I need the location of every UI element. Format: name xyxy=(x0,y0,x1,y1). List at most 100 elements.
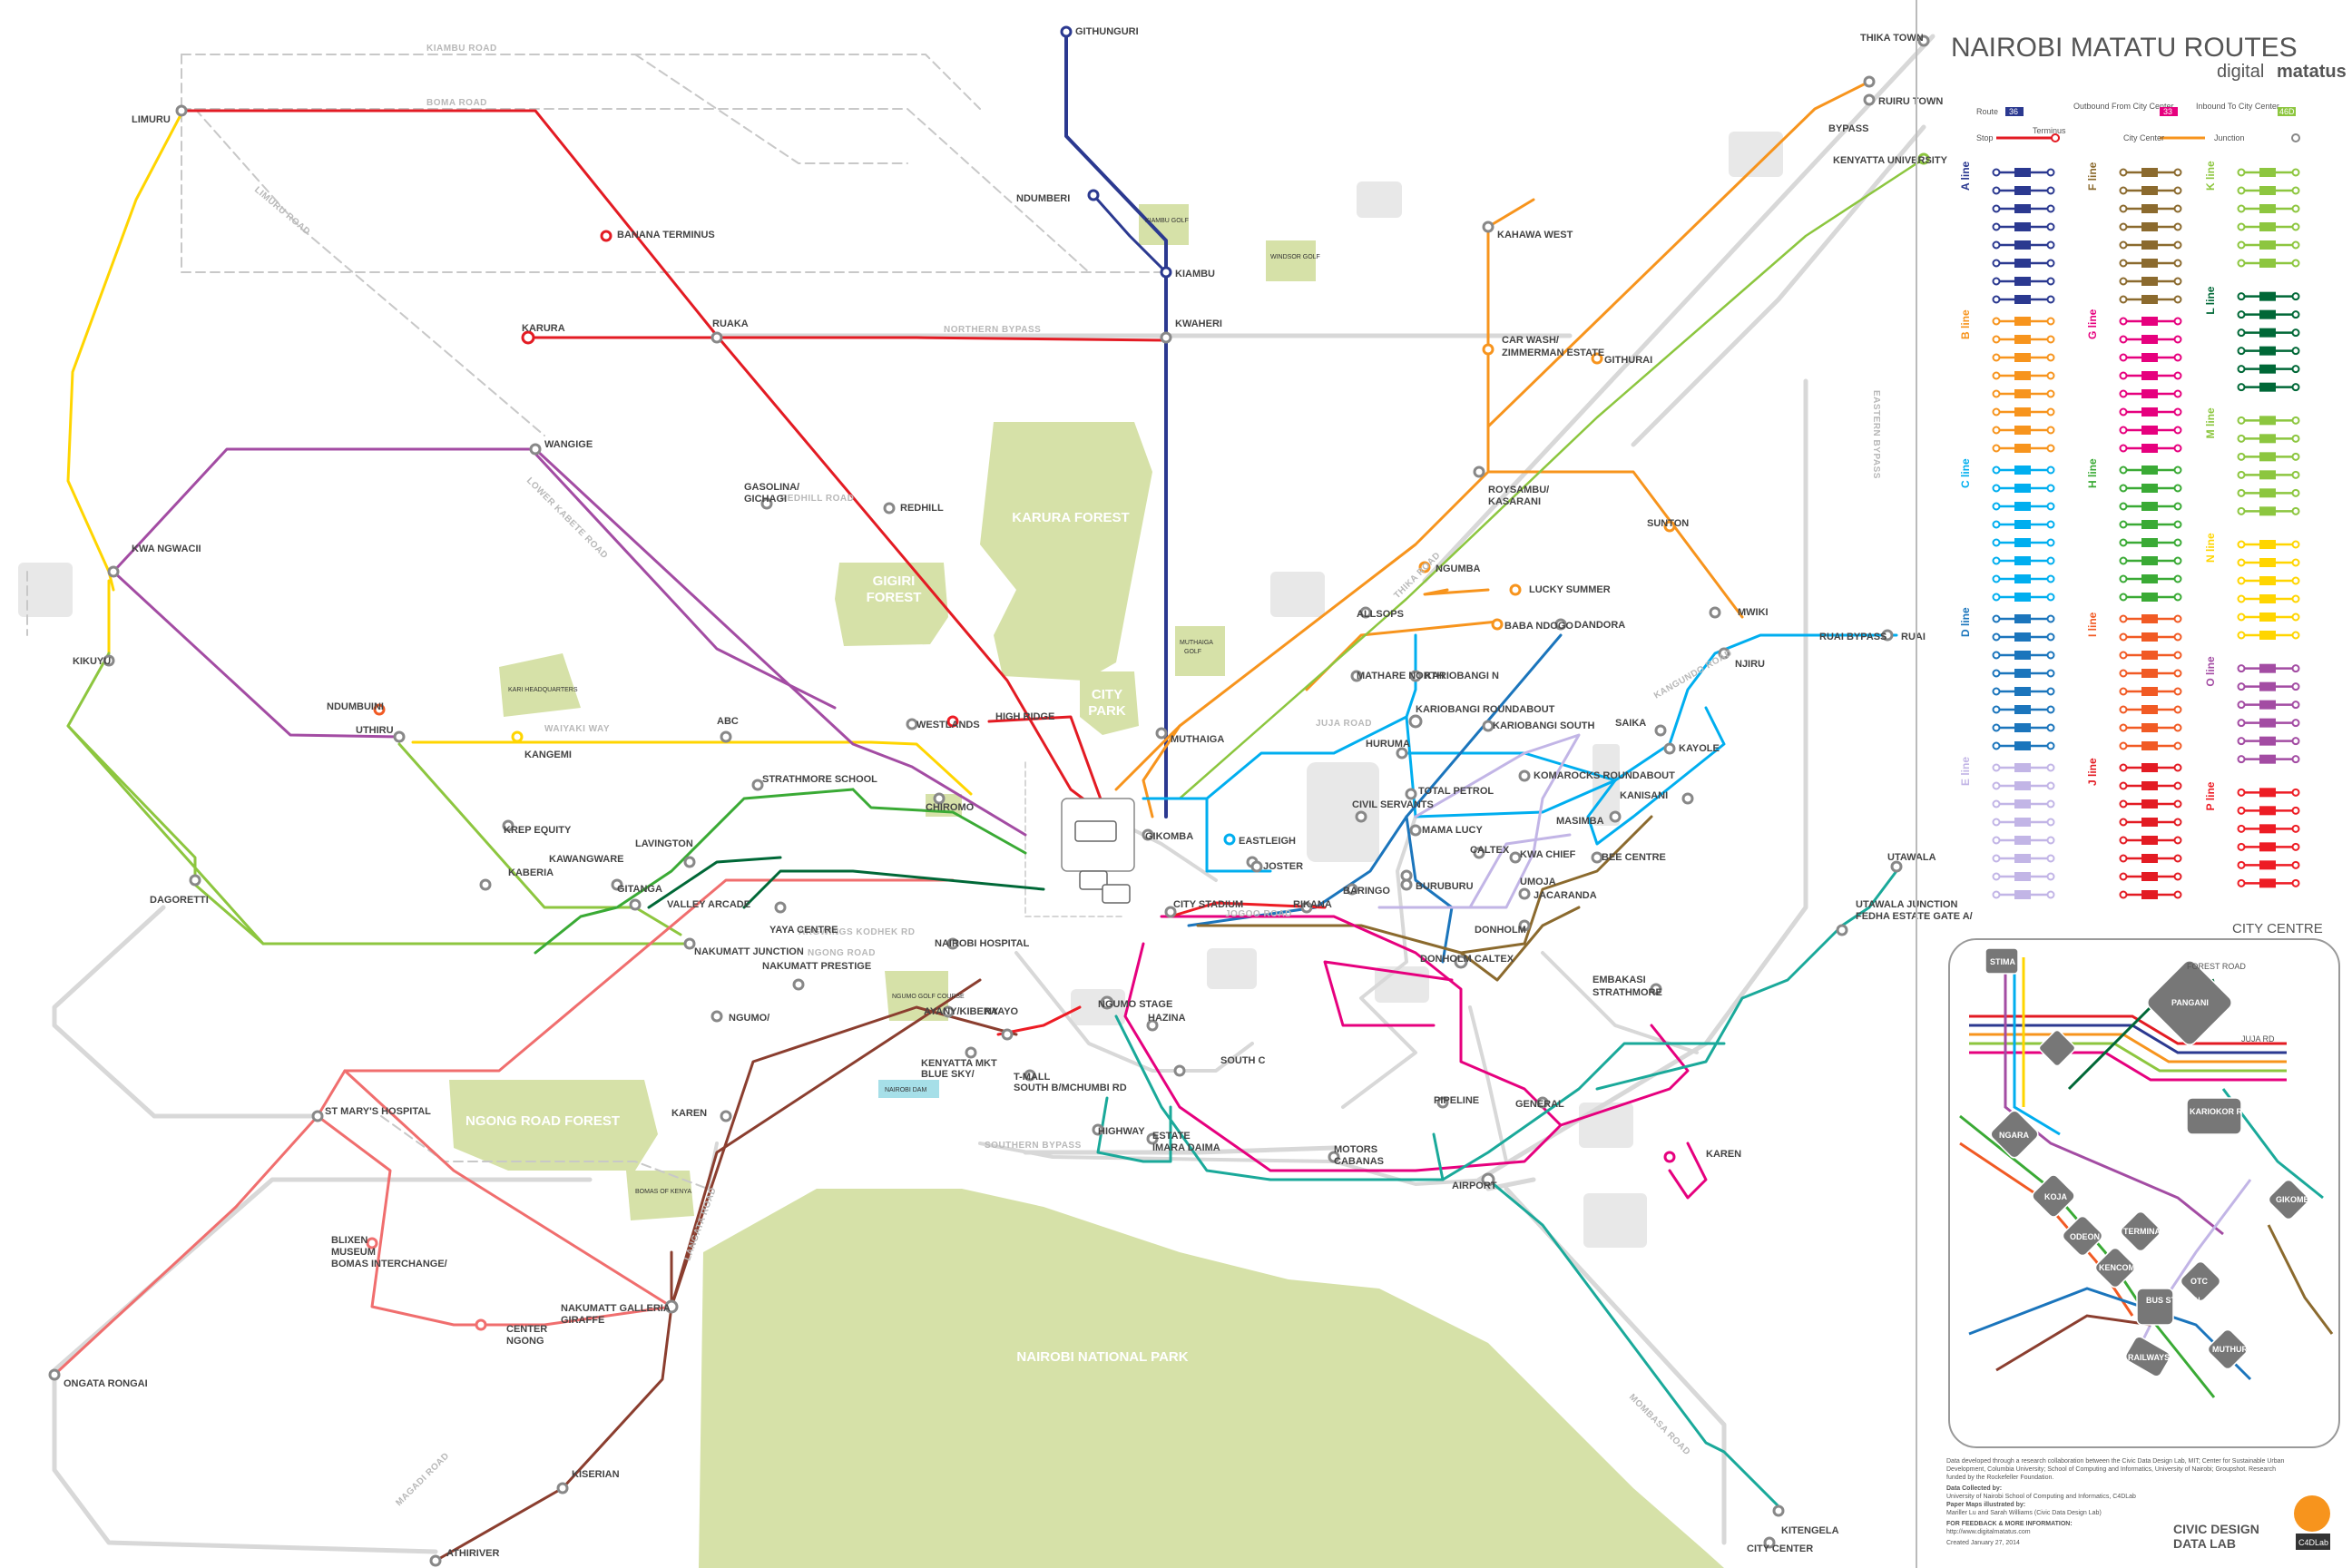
station-label: BOMAS INTERCHANGE/ xyxy=(331,1259,447,1269)
legend-route-terminus xyxy=(2291,222,2300,231)
legend-route-badge xyxy=(2014,651,2031,660)
city-center-hub xyxy=(1061,798,1135,904)
kiambu-golf-label: KIAMBU GOLF xyxy=(1145,218,1189,224)
legend-route-badge xyxy=(2014,890,2031,899)
legend-route-badge xyxy=(2141,353,2158,362)
legend-route-terminus xyxy=(2291,328,2300,338)
station-label: NDUMBERI xyxy=(1016,193,1070,204)
legend-route-badge xyxy=(2141,426,2158,435)
credits: Data developed through a research collab… xyxy=(1946,1458,2330,1551)
kangundo-road-label: KANGUNDO ROAD xyxy=(1652,648,1734,701)
station-label: RUAKA xyxy=(712,318,749,329)
eastern-bypass-label: EASTERN BYPASS xyxy=(1871,390,1881,479)
legend-route-terminus xyxy=(2046,168,2055,177)
station-label: WANGIGE xyxy=(544,439,593,450)
legend-route-badge xyxy=(2141,669,2158,678)
national-park-label: NAIROBI NATIONAL PARK xyxy=(1016,1349,1188,1365)
mombasa-road-label: MOMBASA ROAD xyxy=(1627,1392,1692,1457)
legend-route-terminus xyxy=(2173,186,2182,195)
legend-route-stop xyxy=(1992,854,2001,863)
legend-route-terminus xyxy=(2046,890,2055,899)
station-label: FEDHA ESTATE GATE A/ xyxy=(1856,911,1973,922)
legend-route-badge xyxy=(2259,700,2276,710)
legend-route-terminus xyxy=(2046,574,2055,583)
boma-road-label: BOMA ROAD xyxy=(426,98,487,108)
station-label: DANDORA xyxy=(1574,620,1625,631)
legend-route-terminus xyxy=(2173,574,2182,583)
legend-route-stop xyxy=(2237,470,2246,479)
ngumo-golf-label: NGUMO GOLF COURSE xyxy=(892,994,965,1000)
inset-label: ODEON xyxy=(2070,1232,2100,1241)
route-line-lavender xyxy=(1414,733,1581,909)
legend-route-badge xyxy=(2259,824,2276,834)
legend-route-badge xyxy=(2141,186,2158,195)
station-label: HIGHWAY xyxy=(1098,1126,1145,1137)
legend-route-badge xyxy=(2014,484,2031,493)
station-label: PIPELINE xyxy=(1434,1095,1479,1106)
legend-route-terminus xyxy=(2173,240,2182,250)
ngumo-golf xyxy=(885,971,948,1021)
station-label: CABANAS xyxy=(1334,1156,1384,1167)
argwings-road-label: ARGWINGS KODHEK RD xyxy=(799,927,915,937)
legend-route-stop xyxy=(1992,204,2001,213)
legend-route-badge xyxy=(2141,484,2158,493)
legend-route-stop xyxy=(1992,593,2001,602)
legend-line-name: C line xyxy=(1959,458,1972,488)
station-label: GITHUNGURI xyxy=(1075,26,1139,37)
legend-route-stop xyxy=(2237,682,2246,691)
legend-route-stop xyxy=(2237,631,2246,640)
legend-route-terminus xyxy=(2046,872,2055,881)
station-label: REDHILL xyxy=(900,503,944,514)
legend-route-stop xyxy=(1992,781,2001,790)
legend-route-terminus xyxy=(2291,434,2300,443)
station-label: CAR WASH/ xyxy=(1502,335,1559,346)
station-label: CALTEX xyxy=(1470,845,1510,856)
legend-route-stop xyxy=(1992,763,2001,772)
legend-route-badge xyxy=(2259,434,2276,444)
legend-route-stop xyxy=(1992,651,2001,660)
legend-route-stop xyxy=(2119,538,2128,547)
legend-route-badge xyxy=(2141,593,2158,602)
legend-route-stop xyxy=(2237,824,2246,833)
legend-route-badge xyxy=(2014,186,2031,195)
station-label: BEE CENTRE xyxy=(1602,852,1666,863)
legend-route-stop xyxy=(2237,701,2246,710)
inset-label: MUTHURWA xyxy=(2212,1345,2261,1354)
legend-route-badge xyxy=(2014,168,2031,177)
station-label: UMOJA xyxy=(1520,877,1556,887)
station-label: NAIROBI HOSPITAL xyxy=(935,938,1030,949)
legend-route-badge xyxy=(2141,466,2158,475)
station-label: SAIKA xyxy=(1615,718,1646,729)
windsor-golf-label: WINDSOR GOLF xyxy=(1270,254,1320,260)
legend-route-stop xyxy=(2237,842,2246,851)
legend-route-badge xyxy=(2141,168,2158,177)
legend-route-stop xyxy=(2119,295,2128,304)
legend-route-terminus xyxy=(2291,842,2300,851)
legend-route-badge xyxy=(2259,842,2276,852)
legend-route-badge xyxy=(2014,222,2031,231)
legend-route-stop xyxy=(2119,407,2128,416)
legend-route-terminus xyxy=(2046,295,2055,304)
legend-route-stop xyxy=(1992,295,2001,304)
nairobi-dam-label: NAIROBI DAM xyxy=(885,1087,926,1093)
bomas-label: BOMAS OF KENYA xyxy=(635,1189,691,1195)
legend-route-terminus xyxy=(2173,781,2182,790)
legend-route-stop xyxy=(2237,737,2246,746)
legend-route-badge xyxy=(2014,407,2031,416)
legend-route-terminus xyxy=(2291,664,2300,673)
legend-route-terminus xyxy=(2173,520,2182,529)
legend-route-terminus xyxy=(2173,502,2182,511)
legend-route-stop xyxy=(1992,502,2001,511)
legend-route-terminus xyxy=(2173,818,2182,827)
legend-route-badge xyxy=(2259,860,2276,870)
svg-text:Data developed through a resea: Data developed through a research collab… xyxy=(1946,1458,2284,1465)
station-label: KENYATTA UNIVERSITY xyxy=(1833,155,1948,166)
legend-route-terminus xyxy=(2046,502,2055,511)
legend-route-stop xyxy=(2237,383,2246,392)
station-label: MUSEUM xyxy=(331,1247,376,1258)
legend-route-badge xyxy=(2141,222,2158,231)
legend-key-city: City Center xyxy=(2123,133,2164,142)
legend-route-badge xyxy=(2014,669,2031,678)
legend-route-stop xyxy=(2119,353,2128,362)
legend-route-terminus xyxy=(2173,317,2182,326)
